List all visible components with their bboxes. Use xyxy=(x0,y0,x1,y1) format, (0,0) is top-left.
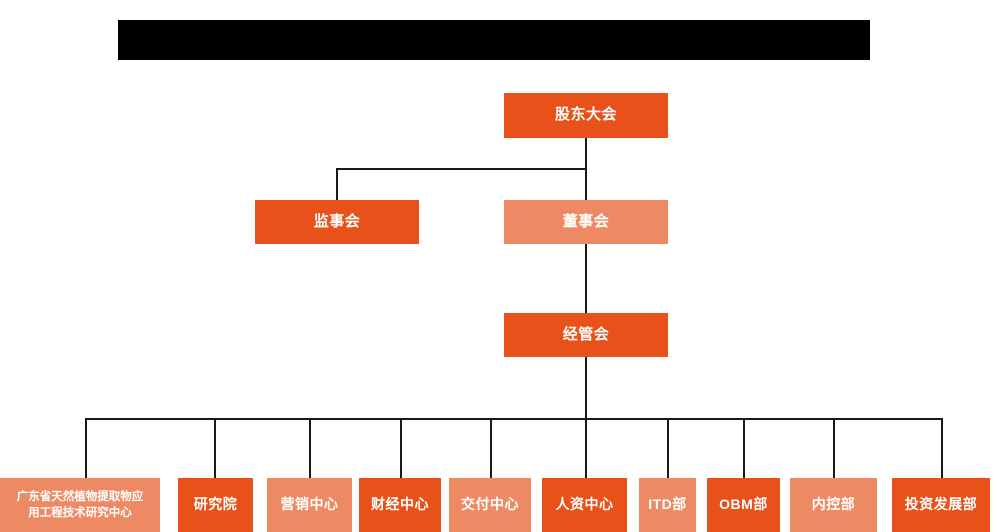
org-node-supervisory-board[interactable]: 监事会 xyxy=(255,200,419,244)
connector-drop-gd-research-center xyxy=(85,418,87,479)
connector-departments-bus xyxy=(86,418,943,420)
connector-shareholders-down xyxy=(585,137,587,170)
org-node-obm-department-label: OBM部 xyxy=(719,496,768,513)
connector-management-down xyxy=(585,356,587,420)
connector-drop-marketing-center xyxy=(309,418,311,479)
connector-board-down xyxy=(585,168,587,201)
connector-drop-delivery-center xyxy=(490,418,492,479)
org-node-marketing-center[interactable]: 营销中心 xyxy=(267,478,352,532)
org-node-obm-department[interactable]: OBM部 xyxy=(707,478,780,532)
org-node-supervisory-board-label: 监事会 xyxy=(313,212,361,230)
redacted-title-bar xyxy=(118,20,870,60)
org-node-investment-development-department-label: 投资发展部 xyxy=(904,496,978,513)
org-node-hr-center[interactable]: 人资中心 xyxy=(542,478,627,532)
org-node-itd-department-label: ITD部 xyxy=(648,496,687,513)
connector-level2-bus xyxy=(336,168,587,170)
connector-supervisory-down xyxy=(336,168,338,201)
org-node-board-of-directors[interactable]: 董事会 xyxy=(504,200,668,244)
org-node-shareholders-label: 股东大会 xyxy=(554,106,617,124)
connector-drop-itd-department xyxy=(667,418,669,479)
org-node-finance-center-label: 财经中心 xyxy=(371,496,429,513)
org-node-marketing-center-label: 营销中心 xyxy=(280,496,339,513)
org-node-research-institute[interactable]: 研究院 xyxy=(178,478,253,532)
org-node-research-institute-label: 研究院 xyxy=(193,496,238,513)
connector-drop-finance-center xyxy=(400,418,402,479)
connector-drop-investment-development-department xyxy=(941,418,943,479)
org-node-shareholders[interactable]: 股东大会 xyxy=(504,93,668,138)
org-node-investment-development-department[interactable]: 投资发展部 xyxy=(892,478,990,532)
org-node-internal-control-department[interactable]: 内控部 xyxy=(790,478,877,532)
org-node-finance-center[interactable]: 财经中心 xyxy=(359,478,441,532)
org-node-internal-control-department-label: 内控部 xyxy=(811,496,856,513)
connector-drop-hr-center xyxy=(585,418,587,479)
org-node-hr-center-label: 人资中心 xyxy=(555,496,614,513)
connector-drop-research-institute xyxy=(214,418,216,479)
org-node-delivery-center[interactable]: 交付中心 xyxy=(449,478,531,532)
org-node-gd-research-center[interactable]: 广东省天然植物提取物应 用工程技术研究中心 xyxy=(0,478,160,532)
connector-drop-obm-department xyxy=(743,418,745,479)
connector-board-to-management xyxy=(585,243,587,314)
org-node-board-of-directors-label: 董事会 xyxy=(562,212,610,230)
connector-drop-internal-control-department xyxy=(833,418,835,479)
org-node-management-committee[interactable]: 经管会 xyxy=(504,313,668,357)
org-node-delivery-center-label: 交付中心 xyxy=(461,496,519,513)
org-node-gd-research-center-label: 广东省天然植物提取物应 用工程技术研究中心 xyxy=(16,490,144,519)
org-node-itd-department[interactable]: ITD部 xyxy=(639,478,696,532)
org-node-management-committee-label: 经管会 xyxy=(562,325,610,343)
